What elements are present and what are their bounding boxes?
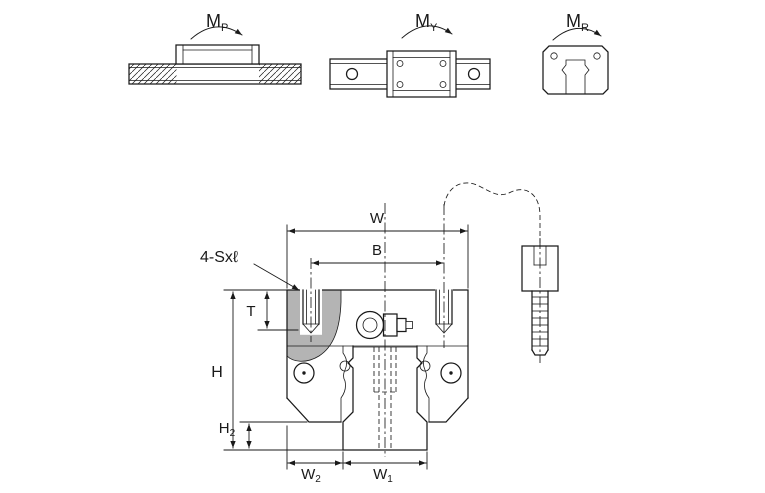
dim-label-w: W — [370, 210, 385, 227]
dimension-w1: W1 — [342, 451, 428, 485]
dimension-b: B — [310, 242, 444, 342]
dim-label-h: H — [211, 364, 223, 381]
rail-section — [342, 345, 428, 451]
grease-nipple — [355, 310, 413, 340]
moment-arrow-my — [401, 25, 453, 39]
rail-hole-right — [467, 67, 481, 81]
bolt-callout-label: 4-Sxℓ — [200, 249, 238, 266]
bolt-callout-leader — [253, 263, 300, 291]
moment-label-mp: MP — [206, 11, 228, 34]
rail-hatch-right — [259, 64, 301, 84]
tapped-hole-right — [435, 204, 453, 348]
dimension-t: T — [246, 291, 299, 331]
moment-arrow-mr — [552, 28, 602, 41]
rail-hatch-left — [129, 64, 177, 84]
dimension-h: H — [211, 289, 344, 451]
dimension-w2: W2 — [286, 425, 343, 485]
moment-label-my: MY — [415, 11, 438, 34]
dim-label-h2: H2 — [219, 420, 236, 439]
ball-right — [419, 360, 431, 372]
dimension-w: W — [286, 210, 469, 289]
carriage-top-view — [386, 50, 457, 98]
return-hole-left-center — [302, 371, 306, 375]
carriage-side-view — [175, 44, 260, 65]
moment-arrow-mp — [190, 26, 243, 40]
ball-left — [339, 360, 351, 372]
dim-label-t: T — [246, 303, 255, 320]
dim-label-w2: W2 — [301, 466, 321, 485]
return-hole-right-center — [449, 371, 453, 375]
carriage-end-view — [542, 45, 609, 95]
block-section — [286, 289, 469, 423]
mr-view: MR — [542, 11, 609, 95]
carriage-screw-hole — [396, 81, 404, 88]
carriage-screw-hole — [396, 60, 404, 67]
dim-label-b: B — [372, 242, 382, 259]
bolt-drawing — [443, 182, 559, 363]
rail-end-profile — [561, 59, 590, 95]
dim-label-w1: W1 — [373, 466, 393, 485]
callout-bolt-holes: 4-Sxℓ — [200, 249, 300, 291]
bolt-leader-curve — [443, 182, 541, 243]
end-screw-hole — [550, 52, 558, 60]
end-screw-hole — [593, 52, 601, 60]
section-break-line — [286, 289, 342, 362]
carriage-screw-hole — [439, 60, 447, 67]
moment-label-mr: MR — [566, 11, 589, 34]
my-view: MY — [329, 11, 491, 98]
rail-hole-left — [345, 67, 359, 81]
dimension-h2: H2 — [219, 420, 308, 449]
mp-view: MP — [128, 11, 302, 85]
carriage-screw-hole — [439, 81, 447, 88]
